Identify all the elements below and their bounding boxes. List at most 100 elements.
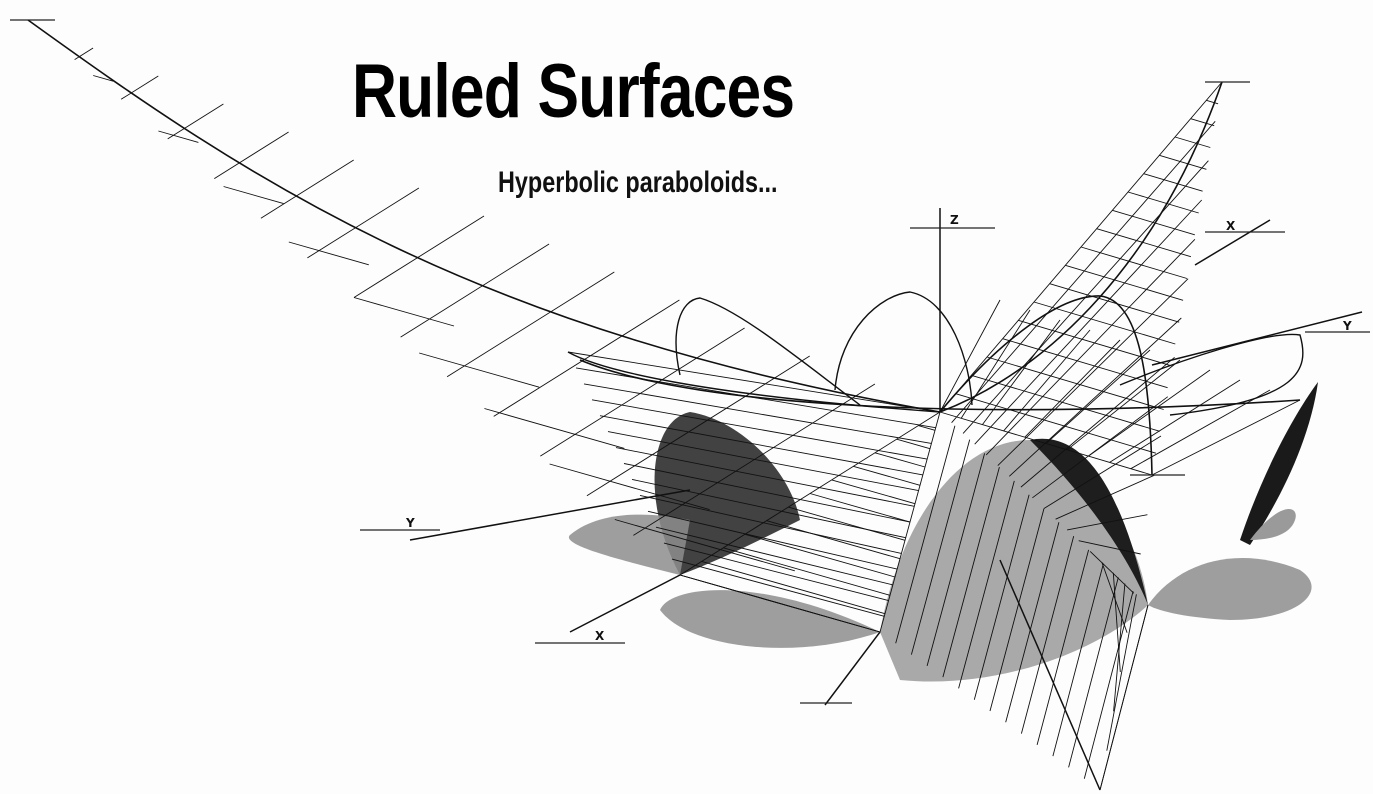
ruling-line-right-b: [1101, 561, 1128, 633]
axis-end-markers: [10, 19, 1370, 704]
ruling-line-right-b: [1020, 356, 1175, 488]
ruling-line-right-b: [985, 238, 1196, 456]
ruling-line-right-b: [1055, 474, 1155, 520]
ruling-line-right-c: [1020, 535, 1075, 734]
left-dark-lobe: [654, 412, 800, 575]
ruling-line-left-b: [549, 463, 710, 511]
y-axis-left: [409, 489, 691, 541]
x-axis-right: [1194, 219, 1271, 266]
ruling-line-right-c: [958, 480, 1015, 689]
ruling-line-left-a: [214, 131, 289, 179]
ruling-line-left-b: [614, 519, 795, 572]
ruling-line-right-d: [960, 309, 1031, 419]
ruling-line-right-a: [1033, 301, 1176, 345]
ruling-line-mid: [567, 351, 941, 413]
ruling-line-center: [874, 452, 926, 468]
center-grey-lobe: [880, 440, 1148, 682]
ruling-line-mid: [655, 526, 894, 586]
ruling-line-right-a: [1127, 191, 1199, 214]
ruling-line-right-a: [1206, 99, 1219, 105]
ruling-line-mid: [647, 510, 898, 570]
ruling-line-center: [853, 465, 921, 486]
ruling-line-mid: [623, 463, 911, 523]
ruling-line-right-c: [1005, 522, 1060, 723]
ruling-line-right-b: [1106, 594, 1137, 751]
right-grey-lobe: [1148, 557, 1312, 620]
center-dark-band: [1030, 438, 1148, 605]
ruling-line-left-a: [493, 299, 680, 417]
ruling-line-right-c: [1083, 591, 1134, 779]
center-petal-outline: [834, 291, 973, 406]
ruling-line-right-b: [1043, 435, 1162, 509]
ruling-line-right-d: [1151, 399, 1301, 476]
ruling-line-mid: [631, 478, 906, 539]
ruling-line-center: [809, 493, 911, 523]
page-subtitle: Hyperbolic paraboloids...: [498, 166, 778, 199]
ruling-line-right-a: [1143, 173, 1203, 192]
ruling-line-right-b: [951, 121, 1216, 423]
ruling-line-left-a: [307, 187, 420, 259]
ruling-line-right-d: [939, 299, 1001, 413]
ruling-line-right-a: [955, 393, 1157, 454]
ruling-line-center: [896, 438, 931, 450]
ruling-line-center: [723, 547, 891, 596]
ruling-line-right-a: [1080, 246, 1188, 279]
ruling-line-right-a: [1190, 118, 1215, 127]
left-petal-outline: [675, 297, 861, 406]
ruling-line-right-b: [1089, 551, 1135, 594]
ruling-line-left-a: [586, 355, 810, 497]
shaded-lobes: [568, 382, 1318, 682]
ruling-line-center: [766, 520, 901, 560]
axis-label-z: Z: [950, 213, 959, 227]
ruling-line-right-d: [982, 319, 1061, 425]
ruling-line-mid: [639, 494, 902, 554]
ruling-line-right-b: [1008, 317, 1182, 477]
ruling-line-left-a: [446, 271, 615, 378]
ruling-line-right-b: [1078, 540, 1141, 555]
page-title: Ruled Surfaces: [352, 49, 795, 134]
ruling-line-left-b: [288, 241, 369, 266]
ruling-line-right-c: [942, 466, 1000, 678]
ruling-line-right-c: [895, 425, 956, 644]
axis-label-y-right: Y: [1342, 319, 1352, 333]
bottom-axis: [824, 631, 881, 706]
bottom-right-axis: [999, 559, 1101, 791]
axis-label-y-left: Y: [405, 516, 415, 530]
ruling-line-right-c: [973, 494, 1030, 700]
ruling-line-right-a: [1174, 136, 1211, 148]
ruling-lines: [74, 47, 1301, 791]
ruling-line-right-b: [1112, 572, 1121, 673]
ruling-line-right-c: [989, 508, 1045, 712]
saddle-curves: [27, 19, 1301, 476]
ruling-line-left-b: [484, 408, 625, 449]
ruling-line-right-d: [1066, 359, 1181, 451]
ruling-line-mid: [607, 431, 919, 492]
ruling-line-left-a: [540, 327, 745, 457]
ruling-line-right-c: [1036, 549, 1090, 746]
ruling-line-center: [831, 479, 916, 505]
ruling-line-right-d: [1003, 329, 1091, 432]
ruling-line-mid: [615, 447, 915, 507]
right-small-lobe: [1250, 508, 1296, 540]
ruling-line-left-a: [400, 243, 550, 338]
ruling-line-left-b: [223, 186, 284, 205]
ruling-line-right-c: [910, 439, 971, 655]
ruling-line-left-a: [74, 47, 94, 60]
ruling-line-left-a: [353, 215, 485, 298]
ruling-line-right-b: [1067, 514, 1148, 531]
ruling-line-right-b: [974, 199, 1203, 445]
ruling-line-right-a: [986, 356, 1164, 410]
ruling-line-right-a: [1049, 283, 1180, 323]
ruling-line-left-a: [120, 75, 159, 100]
ruling-line-right-d: [1024, 339, 1121, 438]
ruling-line-right-c: [879, 411, 941, 633]
ruling-line-right-a: [1159, 154, 1207, 170]
ruling-line-right-a: [971, 374, 1160, 432]
ruling-line-right-b: [939, 81, 1223, 413]
ruling-line-right-b: [1113, 583, 1126, 712]
ruling-line-right-a: [1112, 209, 1195, 236]
ruling-line-mid: [591, 399, 928, 460]
right-arch-curve: [939, 295, 1153, 476]
ruling-line-center: [701, 560, 886, 615]
